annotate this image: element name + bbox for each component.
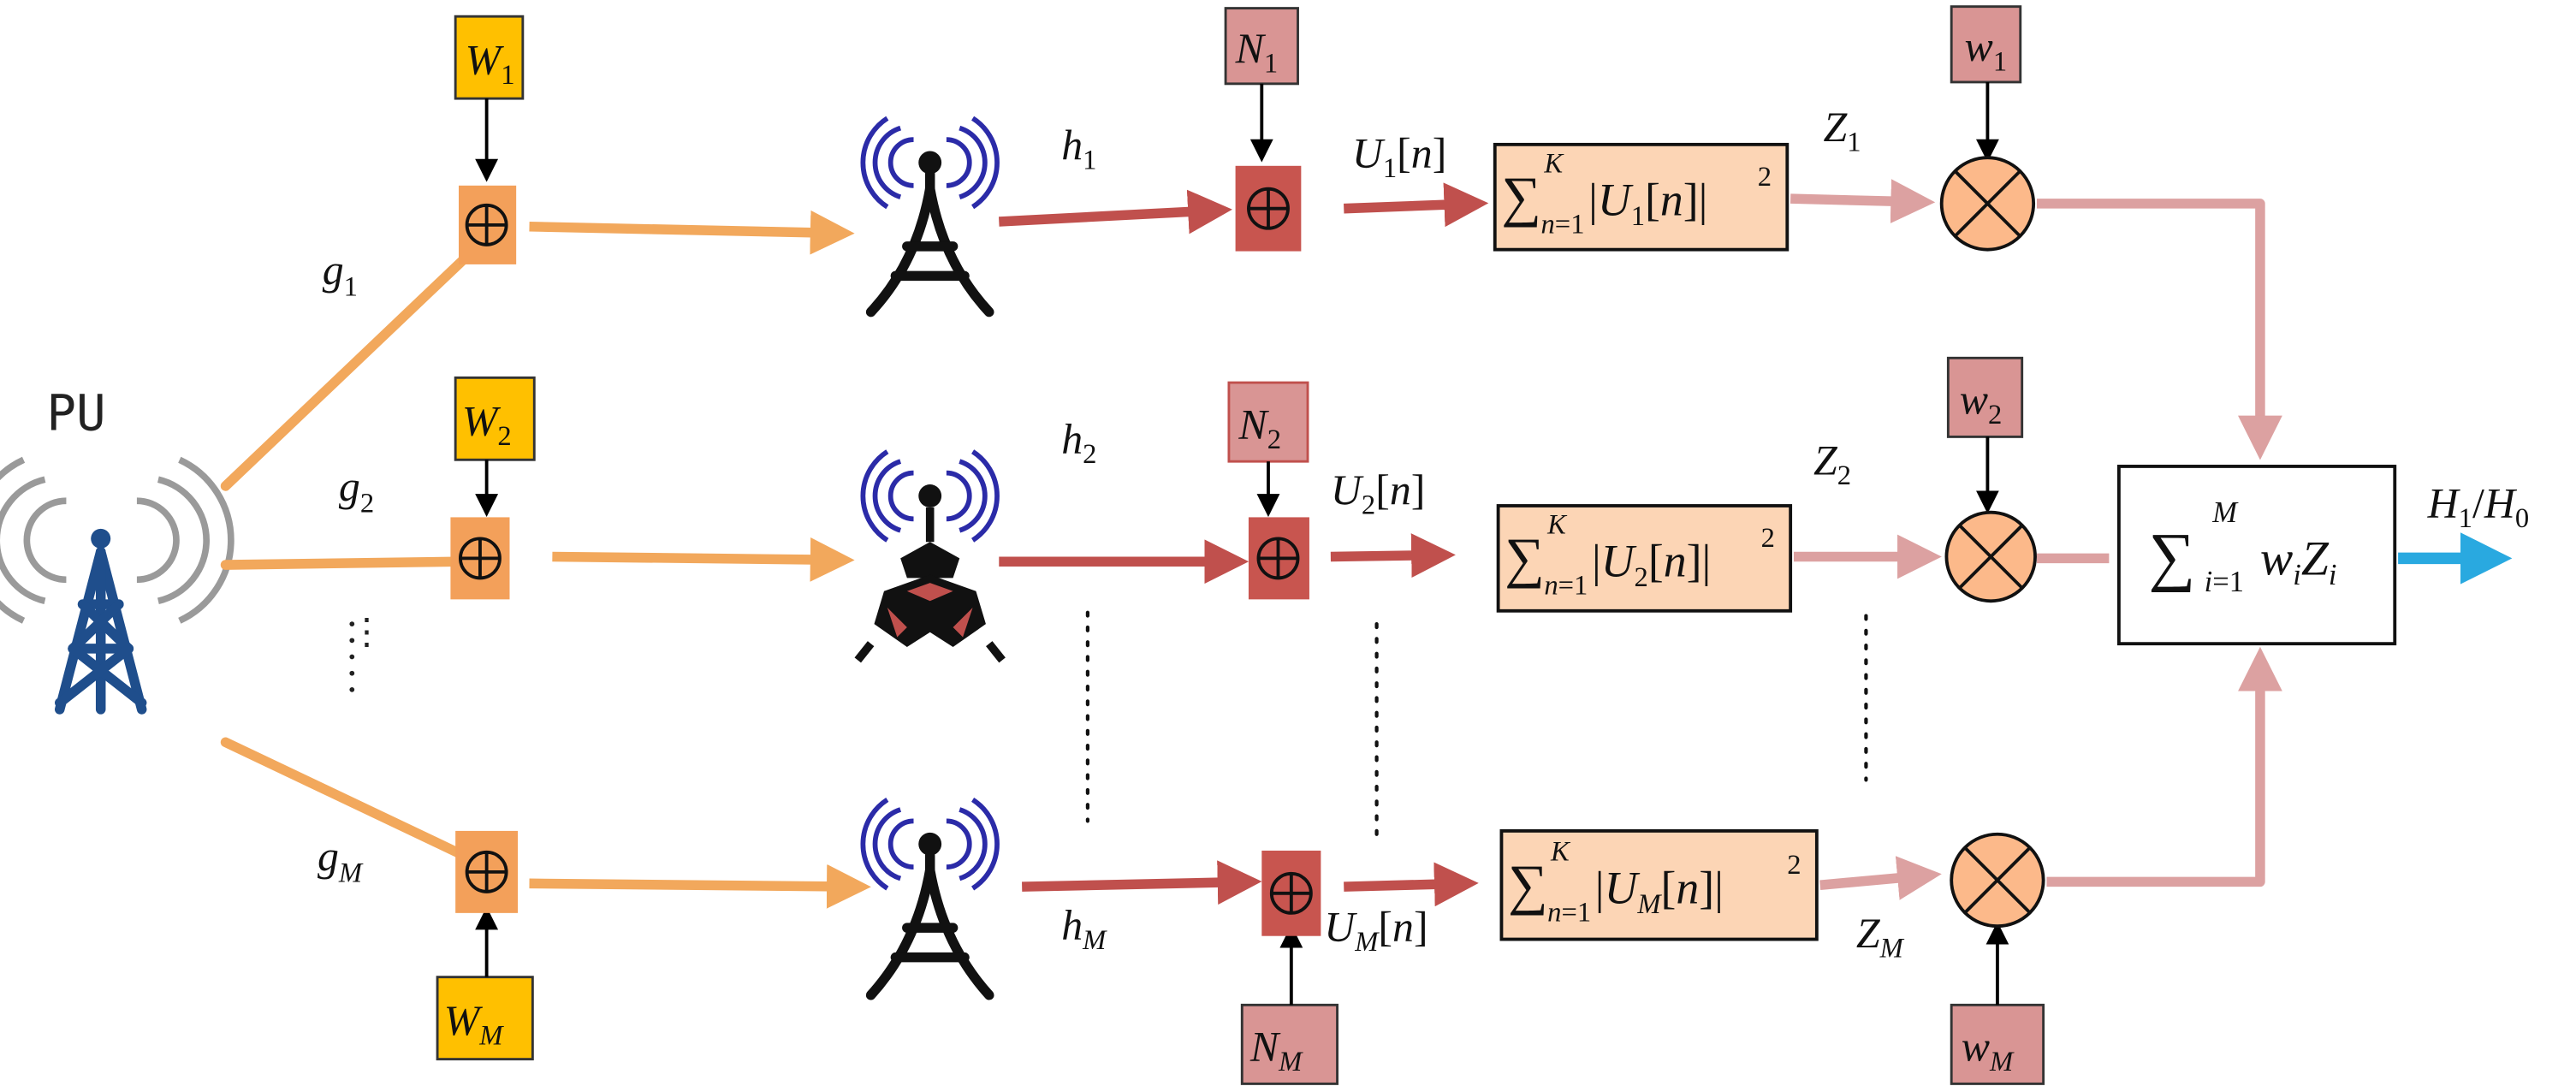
svg-text:∑: ∑ [1505,527,1545,589]
noise-box-w1: W1 [454,15,525,100]
noise-box-n2: N2 [1227,381,1309,463]
svg-text:N1: N1 [1235,25,1279,80]
relay-tower-icon [860,116,1000,318]
pu-tower-icon [0,456,234,715]
noise-box-n1: N1 [1224,7,1299,86]
svg-text:i=1: i=1 [2205,566,2244,598]
svg-text:K: K [1543,148,1564,179]
energy-label-2: Z2 [1813,437,1851,492]
channel-label-2: h2 [1061,416,1096,471]
decision-label: H1/H0 [2427,479,2530,534]
adder-icon [1248,517,1309,600]
gain-label-2: g2 [339,463,374,519]
adder-icon [1261,850,1321,936]
svg-text:∑: ∑ [1501,166,1541,228]
svg-text:wM: wM [1962,1024,2015,1078]
pu-branches [220,254,469,859]
rx-signal-label-m: UM[n] [1324,903,1427,958]
rx-signal-label-2: U2[n] [1331,466,1426,521]
svg-text:W1: W1 [466,36,515,91]
red-arrows-h [998,189,1262,905]
channel-label-1: h1 [1061,122,1096,176]
svg-text:wiZi: wiZi [2260,532,2337,592]
noise-box-w2: W2 [454,376,536,461]
pink-arrows-z [1790,179,1942,900]
svg-text:2: 2 [1758,162,1772,193]
multiplier-icon [1939,156,2036,252]
svg-text:2: 2 [1787,850,1801,881]
weight-arrows [1975,81,2009,1006]
multiplier-icon [1944,510,2037,603]
red-arrows-u [1330,182,1489,907]
multiplier-icon [1950,832,2045,929]
svg-text:W2: W2 [462,397,512,452]
pink-fusion-paths [2036,199,2282,887]
svg-text:K: K [1546,510,1568,541]
noise-box-wm: WM [436,976,534,1061]
svg-text:n=1: n=1 [1547,897,1591,928]
vertical-ellipsis-lines [1085,610,1868,840]
svg-text:w1: w1 [1965,23,2008,78]
weight-box-w2: w2 [1946,356,2024,438]
svg-text:∑: ∑ [2148,519,2195,592]
energy-label-1: Z1 [1824,104,1861,158]
energy-detector-box-m: ∑ K n=1 |UM[n]| 2 [1499,828,1819,941]
svg-text:∑: ∑ [1508,854,1548,916]
channel-label-m: hM [1061,902,1107,957]
svg-text:N2: N2 [1238,401,1281,455]
orange-arrows [529,210,871,909]
energy-detector-box-1: ∑ K n=1 |U1[n]| 2 [1493,142,1790,252]
gain-label-1: g1 [323,246,358,302]
adder-icon [450,517,510,600]
rx-signal-label-1: U1[n] [1352,130,1447,185]
weight-box-wm: wM [1950,1003,2045,1085]
svg-text:M: M [2211,496,2239,529]
malicious-relay-icon [854,449,1006,663]
noise-arrows-n [1249,83,1303,1006]
adder-icon [455,830,519,913]
svg-text:w2: w2 [1960,377,2003,431]
ellipsis-dots-g [349,621,355,692]
svg-text:|U2[n]|: |U2[n]| [1592,535,1711,593]
pu-label: PU [46,385,105,442]
svg-text:|U1[n]|: |U1[n]| [1588,174,1707,232]
svg-text:K: K [1550,836,1571,867]
relay-tower-icon [860,798,1000,1000]
svg-text:n=1: n=1 [1540,209,1584,240]
svg-text:WM: WM [444,997,505,1052]
svg-text:2: 2 [1761,523,1775,554]
adder-icon [459,185,517,264]
fusion-center-box: ∑ M i=1 wiZi [2116,465,2397,646]
noise-box-nm: NM [1240,1003,1339,1085]
vertical-ellipsis-g: ⋮ [348,612,384,652]
svg-text:n=1: n=1 [1544,571,1588,602]
energy-detector-box-2: ∑ K n=1 |U2[n]| 2 [1496,504,1793,613]
svg-text:NM: NM [1249,1024,1303,1078]
adder-icon [1235,165,1302,252]
energy-label-m: ZM [1856,910,1905,964]
weight-box-w1: w1 [1950,5,2022,84]
gain-label-m: gM [318,833,364,888]
